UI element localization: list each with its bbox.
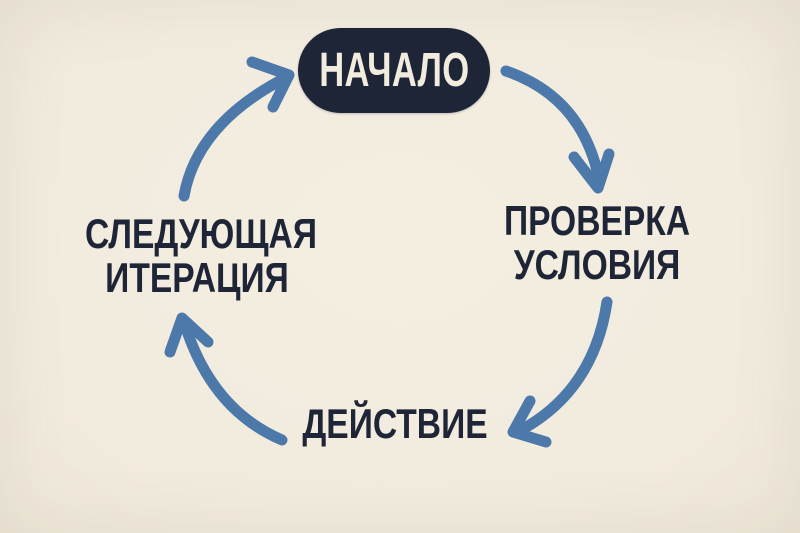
arrow-check-to-action-head <box>507 395 552 448</box>
arrow-check-to-action <box>507 296 613 448</box>
node-next-iteration-label-line2: ИТЕРАЦИЯ <box>105 254 289 301</box>
node-action: ДЕЙСТВИЕ <box>283 402 507 446</box>
node-check-label-line1: ПРОВЕРКА <box>503 197 691 244</box>
node-start: НАЧАЛО <box>298 28 490 113</box>
arrow-next-iteration-to-start-head <box>246 56 295 113</box>
arrow-check-to-action-shaft <box>517 296 613 435</box>
arrow-action-to-next-iteration-shaft <box>179 319 288 446</box>
arrow-action-to-next-iteration <box>164 312 288 446</box>
arrow-next-iteration-to-start <box>178 56 295 202</box>
arrow-start-to-check-shaft <box>500 65 605 185</box>
node-check-label-line2: УСЛОВИЯ <box>513 241 681 288</box>
arrow-start-to-check-head <box>568 148 615 194</box>
arrow-start-to-check <box>500 65 615 194</box>
node-action-label: ДЕЙСТВИЕ <box>302 400 488 447</box>
node-next-iteration-label-line1: СЛЕДУЮЩАЯ <box>85 210 317 257</box>
arrow-action-to-next-iteration-head <box>164 312 214 358</box>
node-start-label: НАЧАЛО <box>318 44 470 97</box>
node-check: ПРОВЕРКА УСЛОВИЯ <box>485 199 709 287</box>
node-next-iteration: СЛЕДУЮЩАЯ ИТЕРАЦИЯ <box>85 210 317 301</box>
arrow-next-iteration-to-start-shaft <box>178 71 293 202</box>
